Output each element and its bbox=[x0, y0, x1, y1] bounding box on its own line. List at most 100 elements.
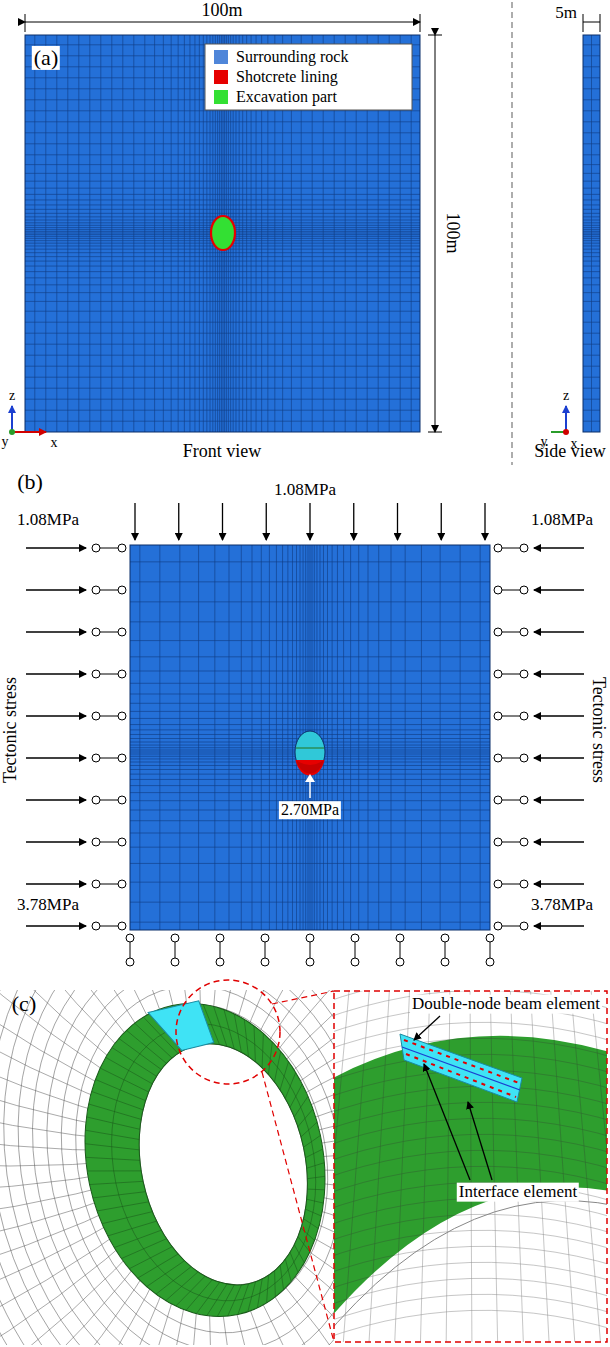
ring-mesh bbox=[307, 1175, 325, 1180]
mesh-line bbox=[334, 1310, 607, 1342]
ring-mesh bbox=[86, 1146, 140, 1171]
zoom-lead bbox=[272, 991, 334, 1004]
mesh-line bbox=[391, 545, 392, 930]
mesh-line bbox=[25, 199, 420, 200]
ring-mesh bbox=[97, 1200, 149, 1213]
mesh-line bbox=[343, 545, 344, 930]
label: (c) bbox=[12, 992, 36, 1016]
ring-mesh bbox=[106, 1049, 153, 1092]
legend-text: Surrounding rock bbox=[236, 48, 348, 66]
mesh-line bbox=[241, 545, 242, 930]
roller bbox=[520, 628, 528, 636]
roller-link bbox=[130, 942, 131, 958]
roller-link bbox=[502, 548, 520, 549]
mesh-line bbox=[159, 545, 160, 930]
mesh-line bbox=[269, 545, 270, 930]
roller-link bbox=[100, 674, 118, 675]
ring-mesh bbox=[112, 1040, 157, 1084]
roller bbox=[494, 586, 502, 594]
mesh-line bbox=[550, 991, 576, 1342]
ring-mesh bbox=[255, 1033, 270, 1067]
roller bbox=[118, 880, 126, 888]
roller-link bbox=[502, 590, 520, 591]
label: 3.78MPa bbox=[17, 896, 79, 915]
ring-mesh bbox=[107, 1221, 158, 1236]
mesh-line bbox=[100, 35, 101, 432]
mesh-line bbox=[171, 35, 172, 432]
mesh-line bbox=[25, 410, 420, 411]
mesh-line bbox=[25, 388, 420, 389]
roller bbox=[92, 796, 100, 804]
roller bbox=[494, 754, 502, 762]
load-arrow bbox=[534, 799, 584, 800]
roller bbox=[520, 586, 528, 594]
mesh-line bbox=[45, 35, 46, 432]
label: 1.08MPa bbox=[531, 511, 593, 530]
ring-mesh bbox=[286, 1084, 307, 1107]
mesh bbox=[583, 35, 600, 432]
ring-mesh bbox=[191, 1282, 225, 1313]
mesh-line bbox=[25, 333, 420, 334]
roller bbox=[494, 712, 502, 720]
shotcrete-ring bbox=[57, 990, 334, 1339]
load-arrow bbox=[26, 673, 86, 674]
roller bbox=[396, 934, 404, 942]
label: x bbox=[51, 435, 58, 450]
mesh-line bbox=[130, 581, 490, 582]
load-arrow bbox=[534, 757, 584, 758]
roller-link bbox=[100, 800, 118, 801]
ring-mesh bbox=[85, 1120, 139, 1150]
mesh-line bbox=[130, 561, 490, 562]
ring-mesh bbox=[113, 1230, 163, 1247]
roller-link bbox=[265, 942, 266, 958]
roller bbox=[520, 544, 528, 552]
mesh-line bbox=[358, 545, 359, 930]
roller bbox=[351, 958, 359, 966]
roller-link bbox=[100, 632, 118, 633]
label: 3.78MPa bbox=[531, 896, 593, 915]
mesh bbox=[130, 545, 490, 930]
dimension-lines bbox=[25, 14, 600, 432]
label: z bbox=[9, 388, 15, 403]
pointer-head bbox=[305, 774, 315, 782]
mesh-line bbox=[130, 922, 490, 923]
roller-link bbox=[502, 674, 520, 675]
roller bbox=[494, 628, 502, 636]
zoom-frame bbox=[334, 991, 607, 1342]
mesh-line bbox=[378, 545, 379, 930]
roller bbox=[92, 586, 100, 594]
load-arrow bbox=[353, 503, 354, 540]
mesh-line bbox=[460, 545, 461, 930]
roller bbox=[92, 712, 100, 720]
mesh-line bbox=[122, 35, 123, 432]
mesh-line bbox=[446, 991, 450, 1342]
legend-swatch bbox=[214, 50, 228, 64]
roller bbox=[261, 934, 269, 942]
mesh-line bbox=[130, 670, 490, 671]
mesh-line bbox=[199, 35, 200, 432]
mesh-line bbox=[25, 322, 420, 323]
load-arrow bbox=[26, 925, 86, 926]
label: Front view bbox=[183, 442, 262, 462]
roller bbox=[126, 934, 134, 942]
mesh-line bbox=[337, 545, 338, 930]
mesh-line bbox=[9, 990, 334, 1345]
label: z bbox=[563, 388, 569, 403]
mesh-line bbox=[179, 545, 180, 930]
load-arrow bbox=[441, 503, 442, 540]
load-arrow bbox=[309, 503, 310, 540]
load-arrow bbox=[534, 715, 584, 716]
mesh-line bbox=[25, 355, 420, 356]
mesh-line bbox=[130, 863, 490, 864]
label: (b) bbox=[17, 470, 43, 494]
roller bbox=[520, 712, 528, 720]
mesh-line bbox=[490, 991, 498, 1342]
mesh-line bbox=[368, 545, 369, 930]
mesh-line bbox=[111, 35, 112, 432]
ring-mesh bbox=[87, 1004, 334, 1320]
ring-mesh bbox=[306, 1163, 324, 1169]
roller bbox=[494, 796, 502, 804]
mesh-line bbox=[130, 729, 490, 730]
mesh-line bbox=[25, 261, 420, 262]
legend-text: Shotcrete lining bbox=[236, 68, 338, 86]
